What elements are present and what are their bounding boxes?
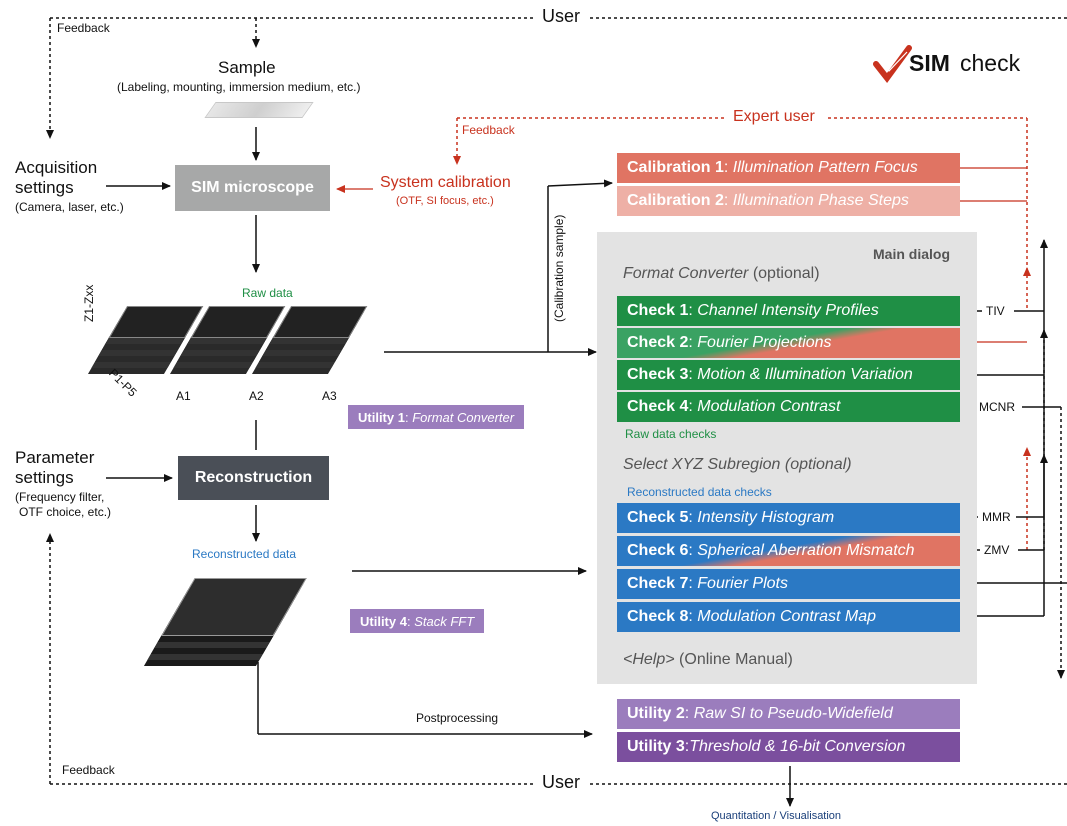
simcheck-logo: SIM check xyxy=(873,44,1023,84)
reconstruction-box: Reconstruction xyxy=(178,456,329,500)
zmv-metric: ZMV xyxy=(982,543,1012,557)
tiv-metric: TIV xyxy=(984,304,1007,318)
checkmark-icon xyxy=(873,45,912,83)
a1-label: A1 xyxy=(176,389,191,403)
check5-button[interactable]: Check 5: Intensity Histogram xyxy=(617,503,960,533)
utility2-button[interactable]: Utility 2: Raw SI to Pseudo-Widefield xyxy=(617,699,960,729)
check3-button[interactable]: Check 3: Motion & Illumination Variation xyxy=(617,360,960,390)
quantitation-label: Quantitation / Visualisation xyxy=(711,810,842,822)
raw-stack-a1 xyxy=(108,306,204,338)
expert-user-label: Expert user xyxy=(733,108,815,125)
select-subregion-option[interactable]: Select XYZ Subregion (optional) xyxy=(623,456,852,473)
logo-check-text: check xyxy=(960,50,1021,76)
feedback-bottom-label: Feedback xyxy=(62,763,115,777)
check8-button[interactable]: Check 8: Modulation Contrast Map xyxy=(617,602,960,632)
reconstructed-data-label: Reconstructed data xyxy=(192,547,297,561)
calibration1-box[interactable]: Calibration 1: Illumination Pattern Focu… xyxy=(617,153,960,183)
feedback-expert-label: Feedback xyxy=(462,123,515,137)
feedback-top-label: Feedback xyxy=(57,21,110,35)
parameter-title: Parameter settings xyxy=(15,448,95,487)
format-converter-option[interactable]: Format Converter (optional) xyxy=(623,265,820,282)
check7-button[interactable]: Check 7: Fourier Plots xyxy=(617,569,960,599)
mmr-metric: MMR xyxy=(980,510,1013,524)
system-calibration-title: System calibration xyxy=(380,174,511,191)
utility1-tag: Utility 1: Format Converter xyxy=(348,405,525,429)
main-dialog-title: Main dialog xyxy=(873,246,950,262)
utility4-tag: Utility 4: Stack FFT xyxy=(350,609,485,633)
mcnr-metric: MCNR xyxy=(977,400,1017,414)
bottom-user-label: User xyxy=(542,772,581,792)
system-calibration-subtitle: (OTF, SI focus, etc.) xyxy=(396,195,494,207)
utility3-button[interactable]: Utility 3:Threshold & 16-bit Conversion xyxy=(617,732,960,762)
check2-button[interactable]: Check 2: Fourier Projections xyxy=(617,328,960,358)
postprocessing-label: Postprocessing xyxy=(416,711,499,725)
top-user-label: User xyxy=(542,6,581,26)
sim-microscope-box: SIM microscope xyxy=(175,165,330,211)
acquisition-title: Acquisition settings xyxy=(15,158,98,197)
a2-label: A2 xyxy=(249,389,264,403)
check6-button[interactable]: Check 6: Spherical Aberration Mismatch xyxy=(617,536,960,566)
parameter-subtitle: (Frequency filter, OTF choice, etc.) xyxy=(15,490,112,519)
logo-sim-text: SIM xyxy=(909,50,950,76)
raw-data-label: Raw data xyxy=(242,286,293,300)
raw-stack-a2 xyxy=(190,306,286,338)
help-link[interactable]: <Help> (Online Manual) xyxy=(623,651,793,668)
a3-label: A3 xyxy=(322,389,337,403)
sample-subtitle: (Labeling, mounting, immersion medium, e… xyxy=(117,80,361,94)
sample-slide-icon xyxy=(204,102,314,118)
reconstructed-data-checks-label: Reconstructed data checks xyxy=(627,485,772,499)
raw-stack-a3 xyxy=(272,306,368,338)
sample-title: Sample xyxy=(218,58,276,77)
calibration-sample-label: (Calibration sample) xyxy=(552,214,566,322)
check1-button[interactable]: Check 1: Channel Intensity Profiles xyxy=(617,296,960,326)
raw-data-checks-label: Raw data checks xyxy=(625,427,717,441)
acquisition-subtitle: (Camera, laser, etc.) xyxy=(15,200,124,214)
check4-button[interactable]: Check 4: Modulation Contrast xyxy=(617,392,960,422)
raw-data-stacks xyxy=(108,300,390,390)
calibration2-box[interactable]: Calibration 2: Illumination Phase Steps xyxy=(617,186,960,216)
z-axis-label: Z1-Zxx xyxy=(82,284,96,322)
